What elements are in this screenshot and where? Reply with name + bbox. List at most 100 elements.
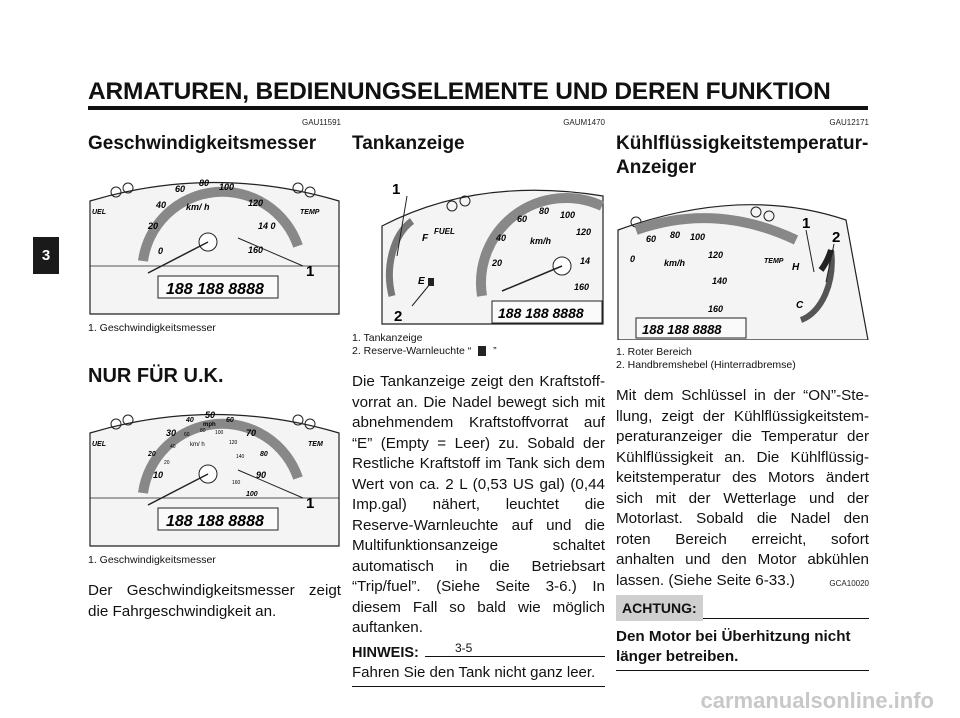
- fuel-gauge-figure: F FUEL E 40 60 80 100 120 14 160 20 km/h…: [381, 181, 605, 325]
- body-text: Mit dem Schlüssel in der “ON”-Ste­llung,…: [616, 387, 869, 589]
- indicator-icon: [110, 186, 122, 198]
- callout-number: 1: [306, 263, 314, 280]
- caution-text: Den Motor bei Überhitzung nicht länger b…: [616, 627, 869, 671]
- caption-text: ”: [493, 345, 497, 357]
- tick-label: 80: [199, 178, 209, 188]
- indicator-icon: [459, 195, 471, 207]
- indicator-icon: [446, 200, 458, 212]
- fuel-side-label: UEL: [92, 441, 106, 448]
- unit-label: mph: [203, 422, 216, 428]
- unit-label: km/h: [530, 236, 552, 246]
- tick-label: 70: [246, 428, 256, 438]
- gauge-needle: [147, 473, 209, 506]
- note-label: HINWEIS:: [352, 644, 419, 661]
- indicator-icon: [122, 182, 134, 194]
- lcd-display: [157, 507, 279, 531]
- fuel-pump-icon: [428, 278, 434, 286]
- tick-label: 10: [153, 470, 163, 480]
- column-coolant-temp: GAU12171 Kühlflüssigkeitstemperatur- Anz…: [616, 118, 869, 671]
- caution-code: GCA10020: [829, 579, 869, 588]
- column-speedometer: GAU11591 Geschwindigkeitsmesser 0 20 40 …: [88, 118, 341, 622]
- tick-label: 20: [147, 221, 158, 231]
- empty-mark: E: [418, 276, 425, 287]
- tick-label: 100: [219, 182, 234, 192]
- callout-line: [411, 283, 431, 307]
- callout-line: [825, 243, 835, 283]
- figure-caption: 1. Geschwindigkeitsmesser: [88, 322, 216, 334]
- tick-label: 0: [158, 246, 163, 256]
- tick-label: 100: [690, 232, 705, 242]
- figure-caption: 1. Roter Bereich 2. Handbremshebel (Hint…: [616, 346, 869, 372]
- temp-side-label: TEM: [308, 441, 323, 448]
- lcd-display: [491, 300, 603, 324]
- tick-label: 100: [246, 491, 258, 498]
- section-code: GAU11591: [302, 118, 341, 127]
- lcd-text: 188 188 8888: [498, 305, 584, 321]
- section-title: Tankanzeige: [352, 133, 465, 154]
- tick-label: 60: [646, 234, 656, 244]
- lcd-text: 188 188 8888: [166, 513, 264, 530]
- callout-line: [396, 195, 408, 257]
- caption-line: 1. Tankanzeige: [352, 332, 423, 344]
- tick-label: 60: [517, 214, 527, 224]
- temp-gauge-arc: [799, 249, 835, 323]
- caption-line: 1. Roter Bereich: [616, 346, 692, 358]
- tick-label: 60: [175, 184, 185, 194]
- tick-label: 20: [164, 460, 170, 466]
- section-title-line: Kühlflüssigkeitstemperatur-: [616, 133, 869, 154]
- lcd-text: 188 188 8888: [642, 322, 722, 337]
- indicator-icon: [110, 418, 122, 430]
- gauge-needle: [147, 241, 209, 274]
- tick-label: 40: [185, 417, 194, 424]
- fuel-gauge-arc: [385, 218, 415, 297]
- tick-label: 20: [147, 451, 156, 458]
- caution-label: ACHTUNG:: [616, 595, 703, 621]
- uk-subtitle: NUR FÜR U.K.: [88, 365, 224, 387]
- tick-label: 30: [166, 428, 176, 438]
- fuel-warning-icon: [478, 346, 487, 357]
- section-title: Kühlflüssigkeitstemperatur- Anzeiger: [616, 132, 869, 180]
- tick-label: 80: [260, 451, 268, 458]
- lcd-display: [157, 275, 279, 299]
- page-number: 3-5: [455, 641, 473, 655]
- tick-label: 40: [170, 444, 176, 450]
- speedometer-uk-figure: 10 20 30 40 50 60 70 80 90 100 mph 20 40…: [89, 410, 340, 547]
- note-heading: HINWEIS:: [352, 645, 605, 661]
- indicator-icon: [304, 186, 316, 198]
- temp-label: TEMP: [764, 258, 784, 265]
- note-rule: [424, 655, 605, 657]
- callout-line: [237, 237, 304, 267]
- red-zone: [818, 249, 834, 272]
- unit-label: km/h: [664, 258, 686, 268]
- callout-number: 2: [394, 308, 402, 325]
- gauge-arc: [634, 213, 799, 245]
- tick-label: 40: [155, 200, 166, 210]
- indicator-icon: [763, 210, 775, 222]
- figure-caption: 1. Geschwindigkeitsmesser: [88, 554, 216, 566]
- tick-label: 140: [236, 454, 245, 460]
- tick-label: 120: [576, 227, 591, 237]
- callout-number: 1: [802, 215, 810, 232]
- tick-label: 80: [670, 230, 680, 240]
- gauge-arc: [476, 193, 605, 297]
- fuel-label: FUEL: [434, 227, 455, 236]
- note-text: Fahren Sie den Tank nicht ganz leer.: [352, 663, 605, 687]
- tick-label: 50: [205, 410, 215, 420]
- gauge-arc: [138, 418, 303, 494]
- gauge-needle: [501, 265, 563, 292]
- indicator-icon: [292, 414, 304, 426]
- cold-mark: C: [796, 300, 804, 311]
- section-title-line: Anzeiger: [616, 157, 697, 178]
- indicator-icon: [304, 418, 316, 430]
- tick-label: 120: [229, 440, 238, 446]
- tick-label: 80: [200, 428, 206, 434]
- caution-rule: [702, 618, 869, 619]
- tick-label: 60: [226, 417, 234, 424]
- fuel-side-label: UEL: [92, 209, 106, 216]
- tick-label: 160: [248, 245, 263, 255]
- indicator-icon: [292, 182, 304, 194]
- tick-label: 140: [712, 276, 727, 286]
- tick-label: 160: [232, 480, 241, 486]
- tick-label: 120: [248, 198, 263, 208]
- lcd-display: [635, 317, 747, 339]
